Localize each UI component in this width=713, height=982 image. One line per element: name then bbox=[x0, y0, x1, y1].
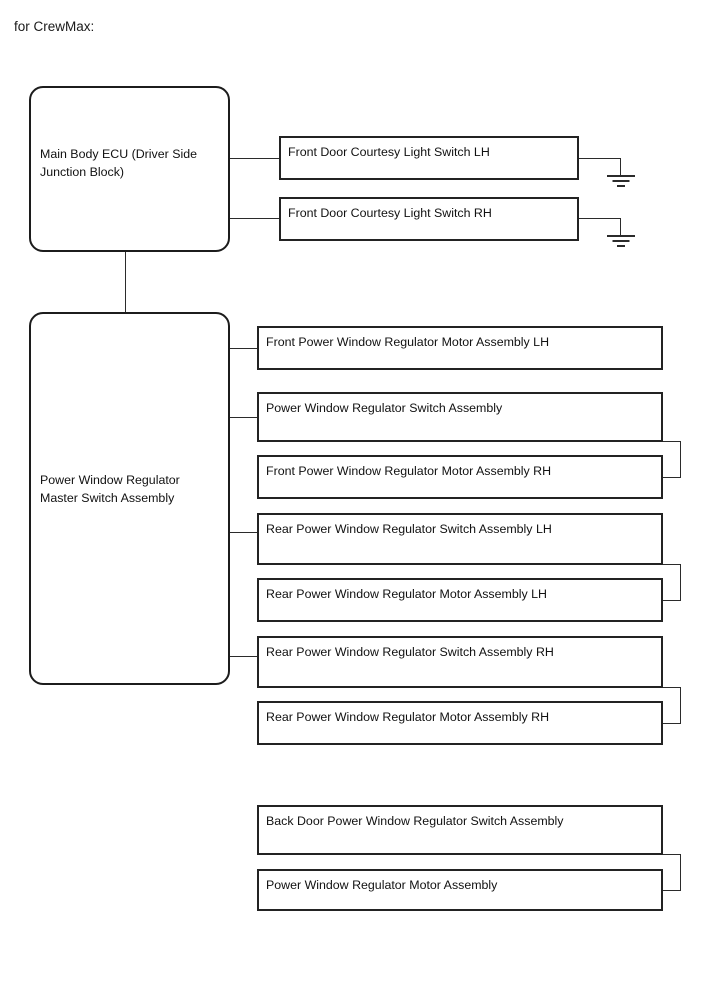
component-back-door-power-window-regulator-motor: Power Window Regulator Motor Assembly bbox=[257, 869, 663, 911]
wire-bracket-mid-lower bbox=[663, 600, 681, 601]
wire-bracket-back-lower bbox=[663, 890, 681, 891]
component-label: Back Door Power Window Regulator Switch … bbox=[266, 814, 564, 828]
component-rear-power-window-regulator-motor-lh: Rear Power Window Regulator Motor Assemb… bbox=[257, 578, 663, 622]
wire-courtesy-lh-ground-drop bbox=[620, 158, 621, 176]
component-power-window-regulator-switch: Power Window Regulator Switch Assembly bbox=[257, 392, 663, 442]
component-label: Front Power Window Regulator Motor Assem… bbox=[266, 335, 550, 349]
wire-courtesy-rh-ground-drop bbox=[620, 218, 621, 236]
diagram-caption: for CrewMax: bbox=[14, 19, 95, 34]
wire-ecu-to-courtesy-rh bbox=[230, 218, 279, 219]
block-power-window-master-switch: Power Window Regulator Master Switch Ass… bbox=[29, 312, 230, 685]
wire-master-to-rear-switch-lh bbox=[230, 532, 257, 533]
wire-master-to-rear-switch-rh bbox=[230, 656, 257, 657]
component-label: Power Window Regulator Motor Assembly bbox=[266, 878, 498, 892]
wire-bracket-mid-upper bbox=[663, 564, 681, 565]
wire-bracket-top-vertical bbox=[680, 441, 681, 478]
ground-icon-courtesy-rh bbox=[606, 235, 636, 251]
component-front-power-window-regulator-motor-rh: Front Power Window Regulator Motor Assem… bbox=[257, 455, 663, 499]
wire-bracket-low-upper bbox=[663, 687, 681, 688]
wire-bracket-low-lower bbox=[663, 723, 681, 724]
wire-courtesy-rh-to-ground bbox=[579, 218, 621, 219]
component-label: Front Door Courtesy Light Switch RH bbox=[288, 206, 492, 220]
wire-bracket-low-vertical bbox=[680, 687, 681, 724]
component-rear-power-window-regulator-motor-rh: Rear Power Window Regulator Motor Assemb… bbox=[257, 701, 663, 745]
wire-bracket-back-upper bbox=[663, 854, 681, 855]
component-rear-power-window-regulator-switch-rh: Rear Power Window Regulator Switch Assem… bbox=[257, 636, 663, 688]
wire-bracket-mid-vertical bbox=[680, 564, 681, 601]
component-front-door-courtesy-light-switch-lh: Front Door Courtesy Light Switch LH bbox=[279, 136, 579, 180]
component-label: Rear Power Window Regulator Motor Assemb… bbox=[266, 587, 547, 601]
component-back-door-power-window-regulator-switch: Back Door Power Window Regulator Switch … bbox=[257, 805, 663, 855]
component-front-power-window-regulator-motor-lh: Front Power Window Regulator Motor Assem… bbox=[257, 326, 663, 370]
wire-courtesy-lh-to-ground bbox=[579, 158, 621, 159]
component-label: Front Door Courtesy Light Switch LH bbox=[288, 145, 490, 159]
component-label: Front Power Window Regulator Motor Assem… bbox=[266, 464, 552, 478]
component-label: Rear Power Window Regulator Switch Assem… bbox=[266, 522, 552, 536]
component-front-door-courtesy-light-switch-rh: Front Door Courtesy Light Switch RH bbox=[279, 197, 579, 241]
wire-master-to-pw-switch bbox=[230, 417, 257, 418]
component-rear-power-window-regulator-switch-lh: Rear Power Window Regulator Switch Assem… bbox=[257, 513, 663, 565]
ground-icon-courtesy-lh bbox=[606, 175, 636, 191]
block-power-window-master-switch-label: Power Window Regulator Master Switch Ass… bbox=[40, 473, 180, 505]
wire-ecu-to-master-vertical bbox=[125, 252, 126, 312]
wire-bracket-top-upper bbox=[663, 441, 681, 442]
component-label: Power Window Regulator Switch Assembly bbox=[266, 401, 503, 415]
wire-master-to-front-motor-lh bbox=[230, 348, 257, 349]
block-main-body-ecu-label: Main Body ECU (Driver Side Junction Bloc… bbox=[40, 147, 197, 179]
component-label: Rear Power Window Regulator Switch Assem… bbox=[266, 645, 554, 659]
block-main-body-ecu: Main Body ECU (Driver Side Junction Bloc… bbox=[29, 86, 230, 252]
component-label: Rear Power Window Regulator Motor Assemb… bbox=[266, 710, 550, 724]
wire-ecu-to-courtesy-lh bbox=[230, 158, 279, 159]
wire-bracket-back-vertical bbox=[680, 854, 681, 891]
wire-bracket-top-lower bbox=[663, 477, 681, 478]
